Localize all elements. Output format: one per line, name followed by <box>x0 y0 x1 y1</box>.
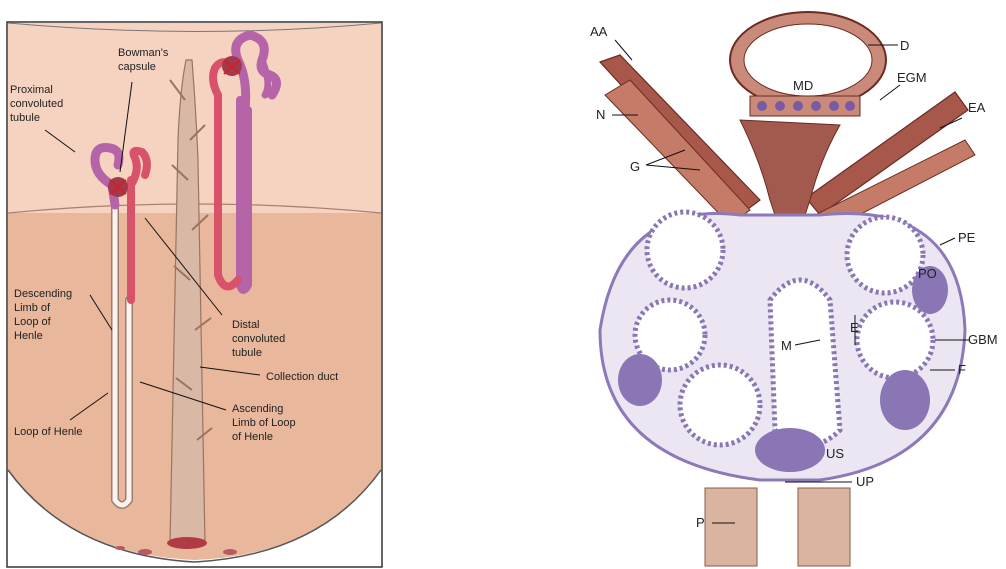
papilla-spot-1 <box>138 549 152 555</box>
glomerulus-diagram: AA D MD EGM EA N G PE PO E M GBM F US UP… <box>590 12 998 566</box>
proximal-tubule-right <box>798 488 850 566</box>
capillary-loop <box>647 212 723 288</box>
EGM-leader <box>880 85 900 100</box>
PO-label: PO <box>918 266 937 281</box>
podocyte <box>618 354 662 406</box>
proximal-tubule-left <box>705 488 757 566</box>
F-label: F <box>958 362 966 377</box>
G-label: G <box>630 159 640 174</box>
capillary-loop <box>847 217 923 293</box>
capillary-loop <box>857 302 933 378</box>
EGM-label: EGM <box>897 70 927 85</box>
E-label: E <box>850 320 859 335</box>
macula-densa-nucleus <box>829 101 839 111</box>
PE-label: PE <box>958 230 976 245</box>
macula-densa-nucleus <box>811 101 821 111</box>
papilla-spot-3 <box>115 546 125 550</box>
GBM-label: GBM <box>968 332 998 347</box>
US-label: US <box>826 446 844 461</box>
papilla-spot-2 <box>223 549 237 555</box>
podocyte <box>755 428 825 472</box>
N-label: N <box>596 107 605 122</box>
macula-densa-nucleus <box>793 101 803 111</box>
loop-label: Loop of Henle <box>14 426 83 438</box>
long-loop-of-henle <box>240 100 248 290</box>
macula-densa-nucleus <box>845 101 855 111</box>
macula-densa <box>750 96 860 116</box>
podocyte <box>880 370 930 430</box>
MD-label: MD <box>793 78 813 93</box>
macula-densa-nucleus <box>757 101 767 111</box>
UP-label: UP <box>856 474 874 489</box>
collection-label: Collection duct <box>266 371 338 383</box>
PE-leader <box>940 238 955 245</box>
macula-densa-nucleus <box>775 101 785 111</box>
P-label: P <box>696 515 705 530</box>
D-label: D <box>900 38 909 53</box>
central-capillary <box>770 280 840 445</box>
EA-label: EA <box>968 100 986 115</box>
AA-label: AA <box>590 24 608 39</box>
capillary-loop <box>680 365 760 445</box>
M-label: M <box>781 338 792 353</box>
papilla-opening <box>167 537 207 549</box>
nephron-diagram: Proximal convoluted tubule Bowman's caps… <box>7 22 382 567</box>
